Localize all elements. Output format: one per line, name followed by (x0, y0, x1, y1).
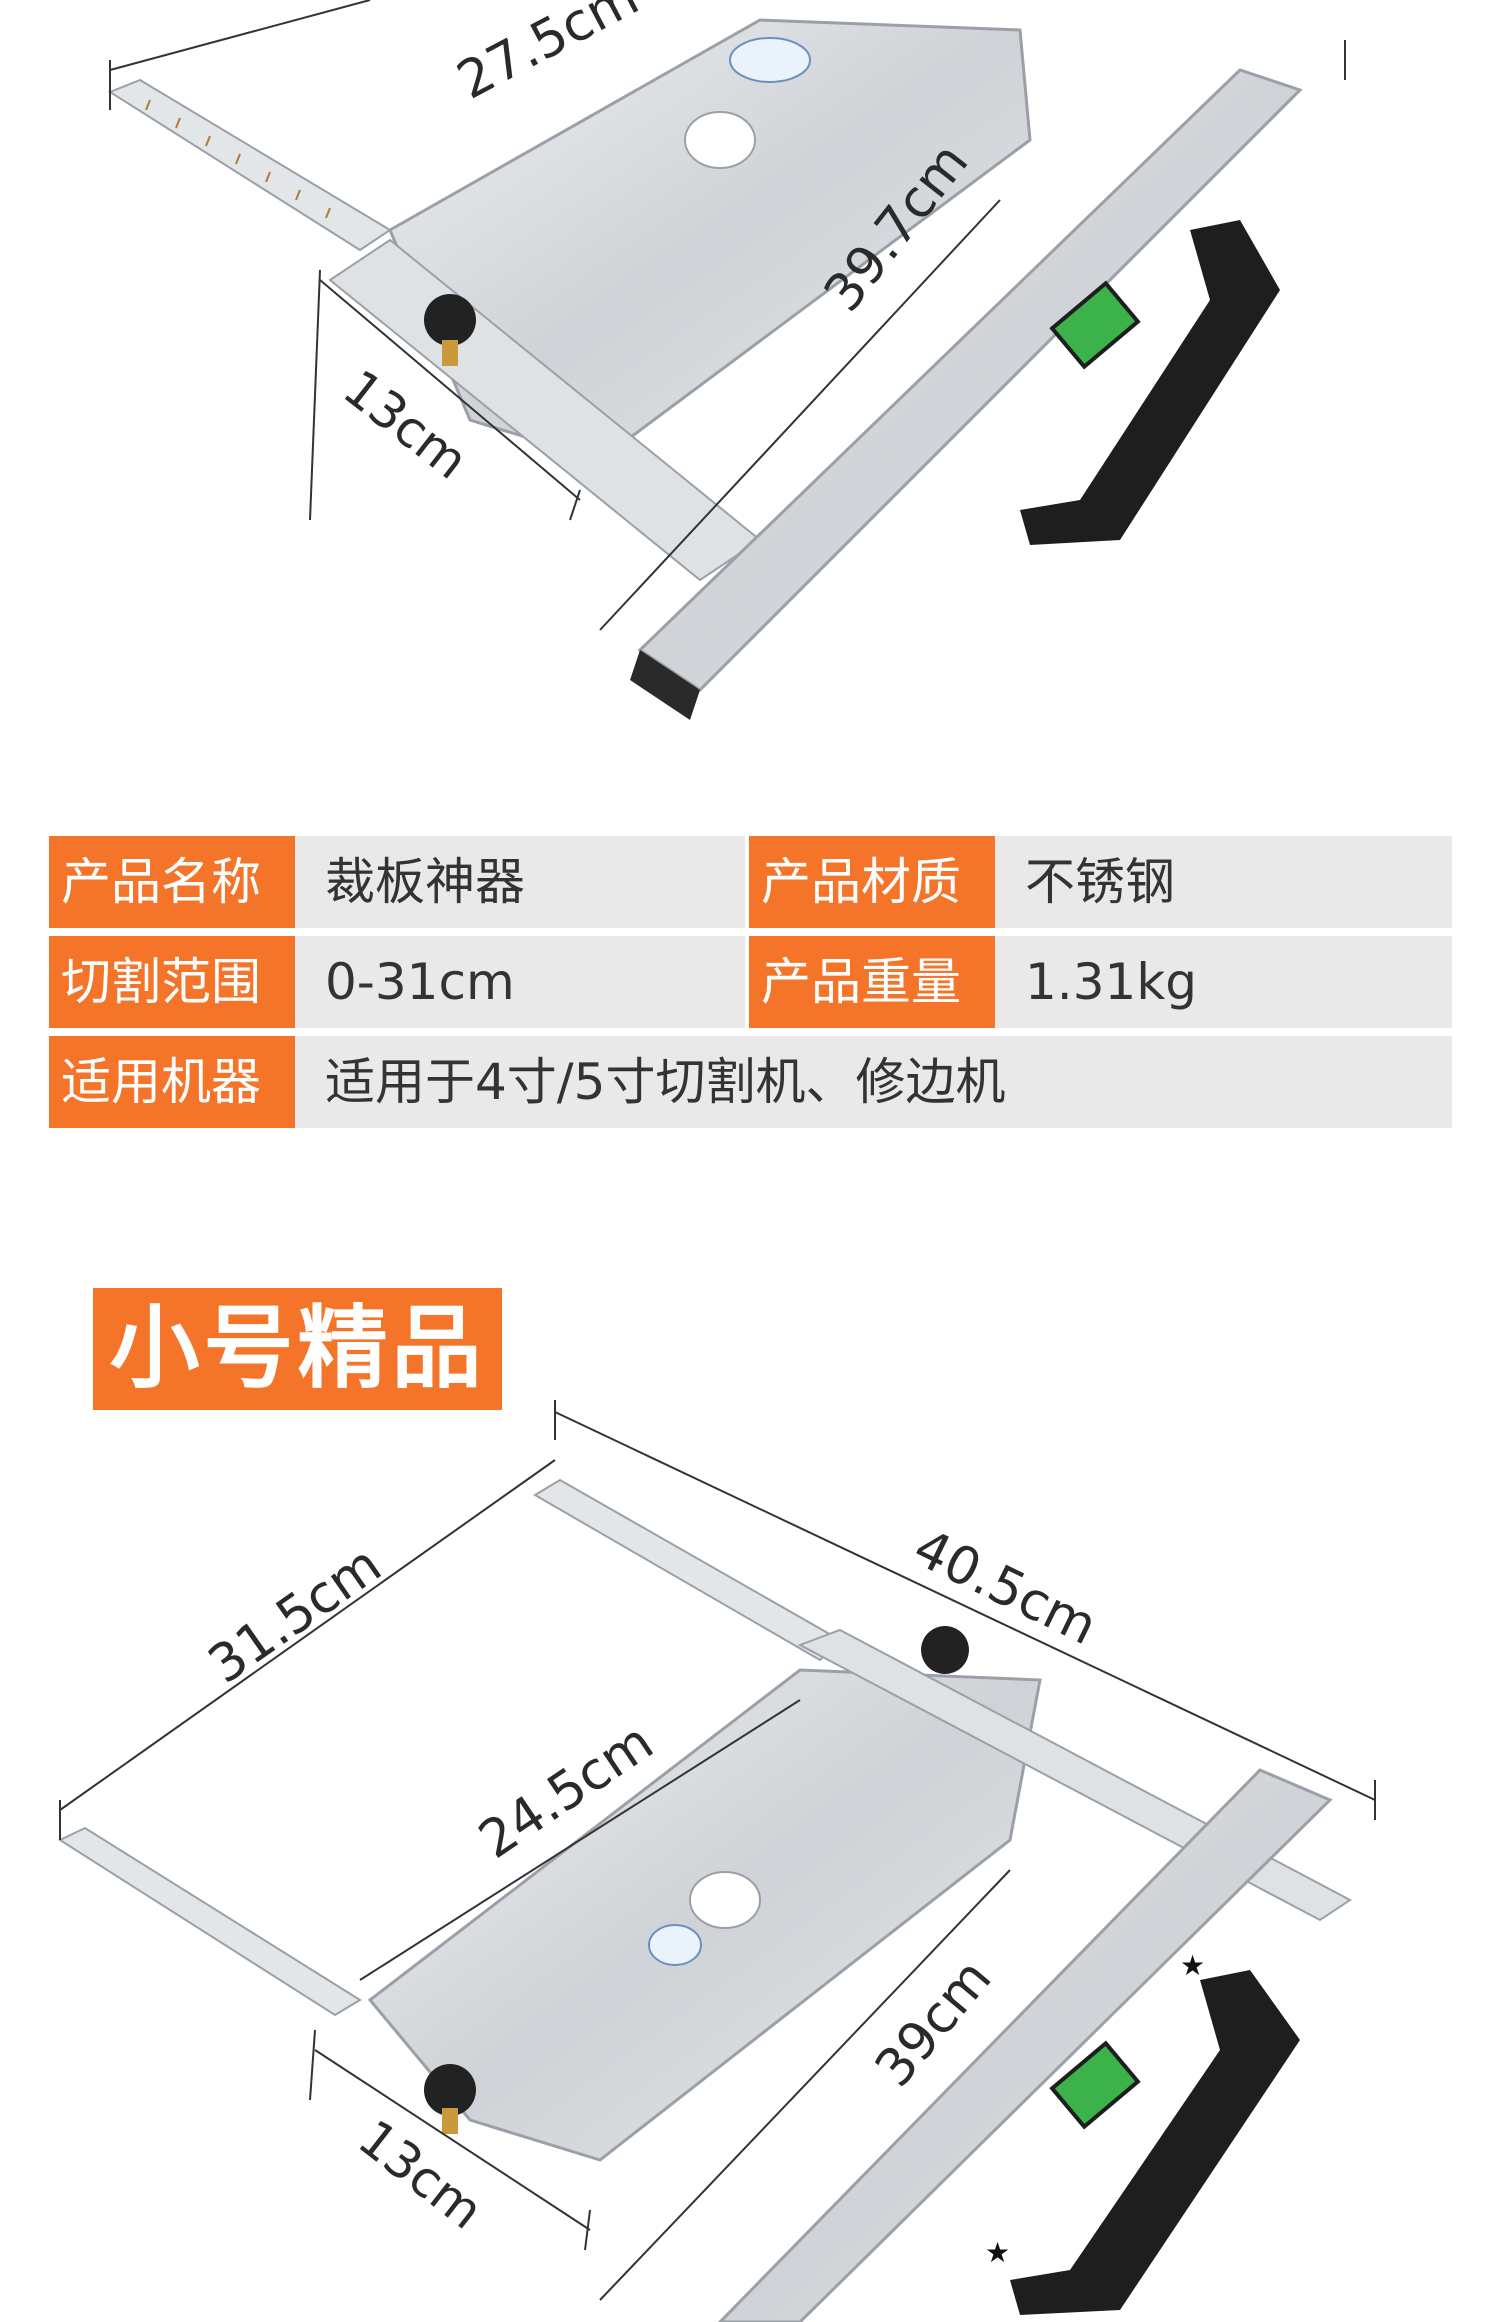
small-product-section: ★ ★ 40.5cm 31.5cm 24.5cm 39cm 13cm (0, 1400, 1500, 2322)
spec-value: 不锈钢 (995, 836, 1452, 928)
star-mark-icon: ★ (985, 2236, 1010, 2269)
plate-logo (729, 37, 811, 83)
spec-value: 裁板神器 (295, 836, 745, 928)
spec-label: 切割范围 (49, 936, 295, 1028)
spec-value: 1.31kg (995, 936, 1452, 1028)
small-product-illustration: ★ ★ 40.5cm 31.5cm 24.5cm 39cm 13cm (57, 1400, 1376, 2322)
long-rail (717, 1768, 1333, 2322)
lock-knob (921, 1626, 969, 1674)
small-dimension-lines (59, 1400, 1376, 2301)
lock-knob (424, 294, 476, 346)
top-product-section: 27.5cm 39.7cm 13cm (0, 0, 1500, 760)
spec-label: 产品重量 (749, 936, 995, 1028)
spec-row: 产品名称 裁板神器 产品材质 不锈钢 (49, 836, 1452, 928)
star-mark-icon: ★ (1180, 1949, 1205, 1982)
section-heading: 小号精品 (93, 1288, 502, 1410)
top-ruler (533, 1478, 842, 1662)
spec-row: 切割范围 0-31cm 产品重量 1.31kg (49, 936, 1452, 1028)
handle (1010, 1970, 1300, 2315)
top-product-illustration: 27.5cm 39.7cm 13cm (107, 0, 1346, 720)
left-ruler (107, 78, 392, 252)
knob-post (442, 2108, 458, 2134)
rail-end-cap (630, 650, 700, 720)
top-dimension-lines (109, 0, 1346, 631)
spec-label: 产品材质 (749, 836, 995, 928)
small-side-label: 31.5cm (198, 1535, 392, 1696)
spec-value: 适用于4寸/5寸切割机、修边机 (295, 1036, 1452, 1128)
left-ruler (57, 1826, 362, 2017)
left-ruler-ticks (145, 99, 331, 219)
top-width-label: 27.5cm (448, 0, 648, 111)
level-vial (1049, 2040, 1141, 2130)
level-vial (1049, 280, 1141, 370)
plate-logo (648, 1924, 702, 1966)
knob-post (442, 340, 458, 366)
spec-label: 适用机器 (49, 1036, 295, 1128)
plate-hole (689, 1871, 761, 1929)
small-base-label: 13cm (348, 2109, 494, 2241)
spec-label: 产品名称 (49, 836, 295, 928)
plate-hole (684, 111, 756, 169)
lock-knob (424, 2064, 476, 2116)
handle (1020, 220, 1280, 545)
spec-value: 0-31cm (295, 936, 745, 1028)
base-plate (388, 18, 1032, 462)
spec-row: 适用机器 适用于4寸/5寸切割机、修边机 (49, 1036, 1452, 1128)
